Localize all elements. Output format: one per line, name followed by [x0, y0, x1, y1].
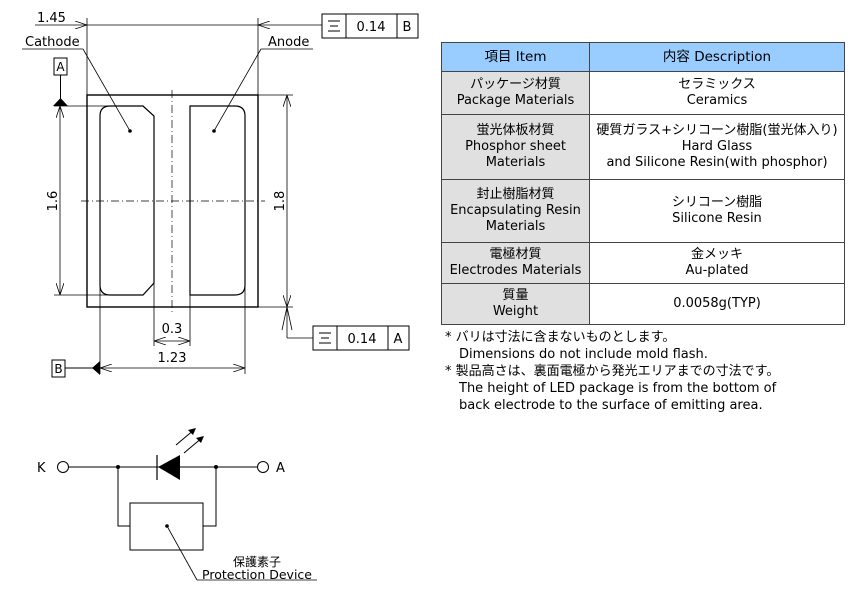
table-row: パッケージ材質 Package Materials セラミックス Ceramic… — [441, 71, 845, 115]
item-en: Weight — [492, 304, 539, 319]
dimension-label-height-right: 1.8 — [273, 191, 288, 212]
table-row: 質量 Weight 0.0058g(TYP) — [441, 283, 845, 325]
row-description: セラミックス Ceramics — [589, 71, 845, 115]
dimension-width-top: 1.45 — [35, 11, 322, 95]
tolerance-datum-top: B — [403, 20, 412, 35]
datum-b-label: B — [54, 362, 62, 376]
table-header-row: 項目 Item 内容 Description — [441, 42, 845, 72]
row-description: シリコーン樹脂 Silicone Resin — [589, 179, 845, 243]
item-en: Materials — [485, 219, 546, 234]
light-emission-icon — [175, 428, 204, 454]
tolerance-frame-top: 0.14 B — [321, 13, 419, 39]
terminal-a — [257, 461, 269, 473]
notes: * バリは寸法に含まないものとします。 Dimensions do not in… — [445, 329, 779, 414]
desc-en: Hard Glass — [681, 139, 753, 154]
note-en: back electrode to the surface of emittin… — [459, 398, 763, 413]
anode-pad — [189, 105, 246, 296]
desc-jp: 硬質ガラス+シリコーン樹脂(蛍光体入り) — [596, 123, 838, 138]
circuit-schematic: K A 保護素子 Protection Device — [37, 428, 317, 582]
row-description: 硬質ガラス+シリコーン樹脂(蛍光体入り) Hard Glass and Sili… — [589, 114, 845, 180]
desc-en: Au-plated — [685, 263, 749, 278]
tolerance-datum-right: A — [394, 332, 403, 347]
row-description: 金メッキ Au-plated — [589, 242, 845, 284]
desc-jp: セラミックス — [678, 77, 756, 92]
dimension-height-left: 1.6 — [46, 105, 143, 296]
desc-jp: 金メッキ — [690, 247, 743, 262]
datum-a-marker: A — [53, 57, 68, 106]
item-en: Encapsulating Resin — [450, 203, 581, 218]
row-item: パッケージ材質 Package Materials — [441, 71, 590, 115]
row-item: 電極材質 Electrodes Materials — [441, 242, 590, 284]
anode-label-group: Anode — [212, 35, 313, 133]
item-en: Electrodes Materials — [449, 263, 582, 278]
item-jp: 質量 — [502, 288, 529, 303]
dimension-label-height-left: 1.6 — [46, 191, 61, 212]
desc-en: Silicone Resin — [672, 211, 762, 226]
datum-b-marker: B — [51, 359, 100, 378]
table-row: 蛍光体板材質 Phosphor sheet Materials 硬質ガラス+シリ… — [441, 114, 845, 180]
desc-jp: シリコーン樹脂 — [671, 195, 763, 210]
header-description: 内容 Description — [589, 42, 845, 72]
symmetry-icon — [319, 332, 331, 344]
tolerance-frame-right: 0.14 A — [312, 325, 410, 351]
header-item: 項目 Item — [441, 42, 590, 72]
table-row: 封止樹脂材質 Encapsulating Resin Materials シリコ… — [441, 179, 845, 243]
item-en: Materials — [485, 155, 546, 170]
item-jp: 蛍光体板材質 — [476, 123, 555, 138]
item-jp: パッケージ材質 — [470, 77, 561, 92]
desc-en: and Silicone Resin(with phosphor) — [606, 155, 828, 170]
led-diode-icon — [156, 455, 180, 480]
item-jp: 電極材質 — [489, 247, 542, 262]
terminal-a-label: A — [276, 461, 285, 476]
note-jp: * バリは寸法に含まないものとします。 — [445, 330, 676, 345]
dimension-label-width-bottom: 1.23 — [158, 351, 187, 366]
tolerance-value-right: 0.14 — [348, 332, 377, 347]
tolerance-value-top: 0.14 — [357, 20, 386, 35]
note-en: The height of LED package is from the bo… — [459, 381, 777, 396]
dimension-label-width-top: 1.45 — [37, 11, 66, 26]
desc-en: Ceramics — [686, 93, 748, 108]
anode-label: Anode — [268, 35, 309, 50]
desc-value: 0.0058g(TYP) — [673, 296, 761, 311]
cathode-label: Cathode — [25, 35, 80, 50]
note-en: Dimensions do not include mold flash. — [459, 347, 708, 362]
table-row: 電極材質 Electrodes Materials 金メッキ Au-plated — [441, 242, 845, 284]
protection-device-label-jp: 保護素子 — [233, 554, 281, 569]
dimension-width-bottom: 1.23 — [99, 285, 246, 374]
materials-table: 項目 Item 内容 Description パッケージ材質 Package M… — [441, 42, 845, 325]
dimension-height-right: 1.8 — [258, 94, 313, 339]
symmetry-icon — [328, 20, 340, 32]
datum-a-label: A — [56, 60, 65, 74]
protection-device-label-en: Protection Device — [202, 567, 312, 582]
row-description: 0.0058g(TYP) — [589, 283, 845, 325]
row-item: 蛍光体板材質 Phosphor sheet Materials — [441, 114, 590, 180]
cathode-label-group: Cathode — [22, 35, 132, 133]
row-item: 封止樹脂材質 Encapsulating Resin Materials — [441, 179, 590, 243]
item-en: Phosphor sheet — [465, 139, 566, 154]
note-jp: * 製品高さは、裏面電極から発光エリアまでの寸法です。 — [445, 364, 780, 379]
terminal-k — [57, 461, 69, 473]
item-jp: 封止樹脂材質 — [476, 187, 555, 202]
cathode-pad — [99, 105, 155, 296]
dimension-gap: 0.3 — [153, 283, 191, 346]
row-item: 質量 Weight — [441, 283, 590, 325]
terminal-k-label: K — [37, 461, 46, 476]
dimension-label-gap: 0.3 — [162, 322, 183, 337]
item-en: Package Materials — [456, 93, 575, 108]
